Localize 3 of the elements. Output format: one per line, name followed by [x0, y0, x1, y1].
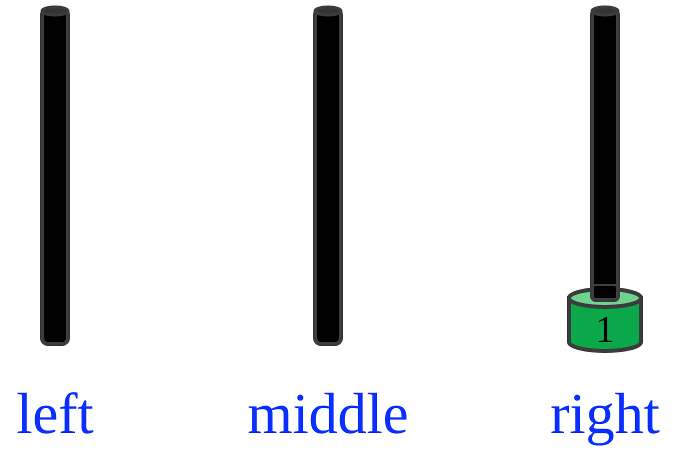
peg-label: middle: [246, 382, 410, 446]
peg-label: left: [15, 382, 95, 446]
peg-label: right: [549, 382, 661, 446]
